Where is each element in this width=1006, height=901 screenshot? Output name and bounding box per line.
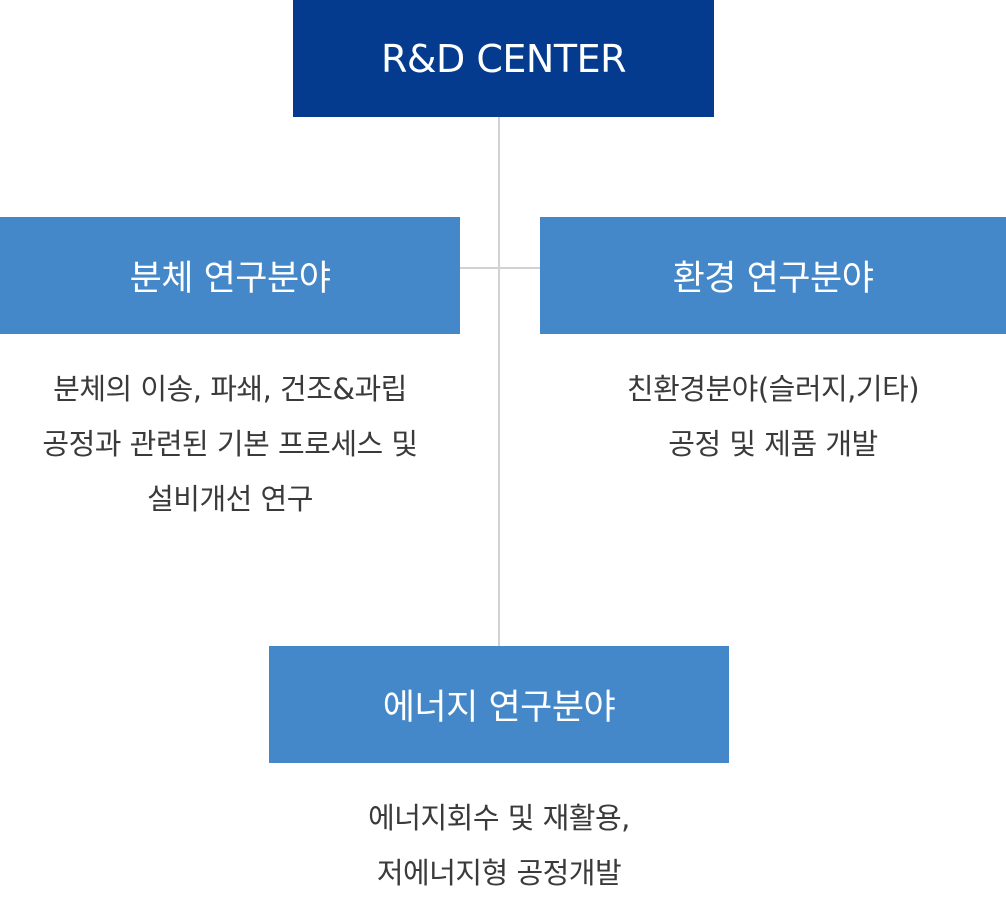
rnd-center-label: R&D CENTER <box>381 36 626 81</box>
environment-research-description: 친환경분야(슬러지,기타) 공정 및 제품 개발 <box>540 362 1006 472</box>
description-line: 친환경분야(슬러지,기타) <box>626 372 920 406</box>
environment-research-box: 환경 연구분야 <box>540 217 1006 334</box>
environment-research-title: 환경 연구분야 <box>672 259 874 299</box>
energy-research-box: 에너지 연구분야 <box>269 646 729 763</box>
powder-research-box: 분체 연구분야 <box>0 217 460 334</box>
description-line: 에너지회수 및 재활용, <box>368 801 630 835</box>
energy-research-title: 에너지 연구분야 <box>382 688 616 728</box>
rnd-center-box: R&D CENTER <box>293 0 714 117</box>
connector-vertical <box>498 117 500 646</box>
description-line: 저에너지형 공정개발 <box>376 856 622 890</box>
description-line: 분체의 이송, 파쇄, 건조&과립 <box>53 372 407 406</box>
connector-horizontal <box>460 267 540 269</box>
powder-research-title: 분체 연구분야 <box>129 259 331 299</box>
energy-research-description: 에너지회수 및 재활용, 저에너지형 공정개발 <box>269 791 729 901</box>
description-line: 설비개선 연구 <box>147 482 313 516</box>
description-line: 공정과 관련된 기본 프로세스 및 <box>42 427 418 461</box>
description-line: 공정 및 제품 개발 <box>668 427 878 461</box>
powder-research-description: 분체의 이송, 파쇄, 건조&과립 공정과 관련된 기본 프로세스 및 설비개선… <box>0 362 460 527</box>
